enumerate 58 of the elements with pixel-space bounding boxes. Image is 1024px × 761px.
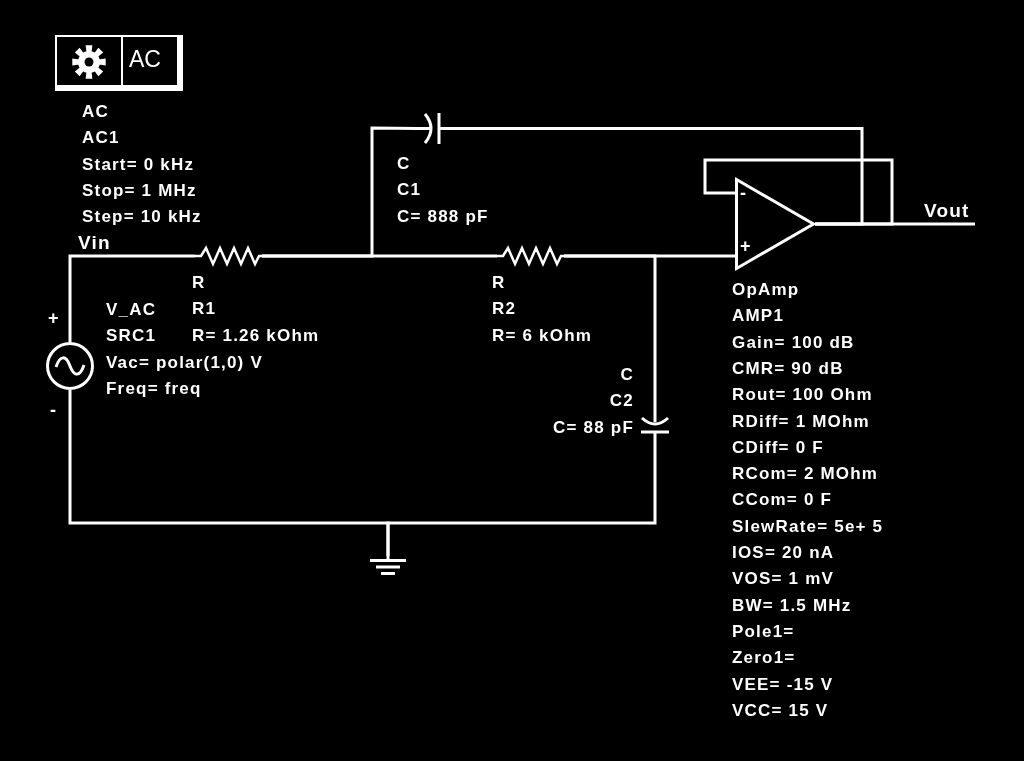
component-parameter: CDiff= 0 F (732, 437, 824, 458)
component-parameter: R1 (192, 299, 217, 320)
component-parameter: R= 6 kOhm (492, 325, 593, 346)
component-parameter: Pole1= (732, 621, 795, 642)
component-parameter: VEE= -15 V (732, 674, 834, 695)
wire (68, 254, 195, 342)
component-parameter: CMR= 90 dB (732, 358, 844, 379)
ground-symbol (370, 556, 406, 576)
component-parameter: Freq= freq (106, 378, 202, 399)
component-parameter: C (620, 365, 634, 385)
polarity-sign: - (740, 183, 748, 203)
component-parameter: C= 888 pF (397, 206, 489, 227)
component-parameter: VCC= 15 V (732, 700, 829, 721)
component-parameter: Rout= 100 Ohm (732, 385, 873, 406)
component-parameter: V_AC (106, 300, 157, 320)
wire (386, 440, 657, 556)
wire (815, 222, 975, 226)
opamp-symbol (735, 178, 815, 270)
capacitor-symbol (640, 410, 670, 440)
component-parameter: CCom= 0 F (732, 490, 833, 511)
resistor-symbol (195, 246, 262, 266)
voltage-source-symbol (46, 342, 94, 390)
component-parameter: R= 1.26 kOhm (192, 325, 320, 346)
component-parameter: AMP1 (732, 306, 785, 327)
polarity-sign: - (50, 400, 58, 420)
component-parameter: BW= 1.5 MHz (732, 595, 852, 616)
component-parameter: Start= 0 kHz (82, 154, 195, 175)
component-parameter: Vac= polar(1,0) V (106, 352, 263, 373)
component-parameter: AC (82, 102, 109, 122)
component-parameter: C (397, 154, 411, 174)
simulation-controller-box (55, 35, 183, 91)
wire (445, 127, 864, 226)
component-parameter: C= 88 pF (553, 417, 634, 438)
component-parameter: SlewRate= 5e+ 5 (732, 516, 884, 537)
component-parameter: Gain= 100 dB (732, 332, 855, 353)
polarity-sign: + (48, 308, 60, 328)
component-parameter: IOS= 20 nA (732, 543, 835, 563)
component-parameter: VOS= 1 mV (732, 569, 834, 590)
polarity-sign: + (740, 236, 752, 256)
component-parameter: Zero1= (732, 648, 796, 669)
wire (262, 254, 497, 258)
component-parameter: OpAmp (732, 280, 800, 300)
component-title: AC (129, 46, 161, 72)
component-parameter: AC1 (82, 128, 120, 149)
component-parameter: R (192, 273, 206, 293)
component-parameter: Stop= 1 MHz (82, 180, 197, 201)
wire (703, 158, 894, 226)
component-parameter: Step= 10 kHz (82, 207, 202, 228)
resistor-symbol (497, 246, 564, 266)
component-parameter: R (492, 273, 506, 293)
component-parameter: C2 (609, 391, 634, 412)
component-parameter: R2 (492, 299, 517, 320)
wire (564, 254, 657, 410)
component-parameter: C1 (397, 180, 422, 201)
component-parameter: RCom= 2 MOhm (732, 464, 879, 485)
capacitor-symbol (418, 112, 445, 145)
component-parameter: SRC1 (106, 326, 157, 347)
component-parameter: RDiff= 1 MOhm (732, 411, 870, 432)
